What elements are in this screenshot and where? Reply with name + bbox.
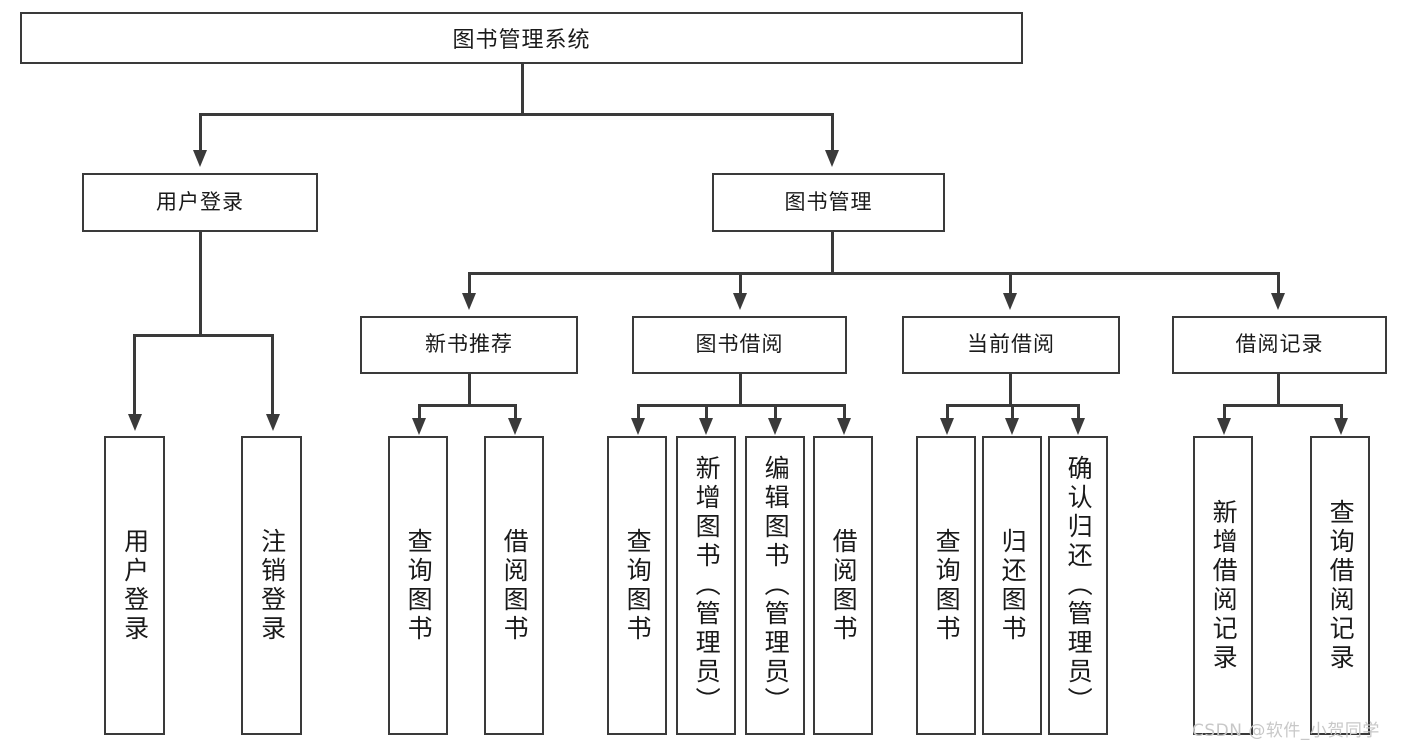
connector-borrow-record-stem — [1277, 374, 1280, 406]
leaf-book-borrow-add[interactable]: 新增图书（管理员） — [676, 436, 736, 735]
leaf-current-borrow-query[interactable]: 查询图书 — [916, 436, 976, 735]
connector-book-manage-to-book-borrow — [739, 272, 742, 296]
connector-user-login-bar — [133, 334, 273, 337]
leaf-book-borrow-query[interactable]: 查询图书 — [607, 436, 667, 735]
connector-book-borrow-bar — [637, 404, 844, 407]
arrowhead-borrow-record-to-leaf-2 — [1334, 418, 1348, 435]
connector-user-login-to-leaf-2 — [271, 334, 274, 418]
arrowhead-root-to-user-login — [193, 150, 207, 167]
leaf-current-borrow-return[interactable]: 归还图书 — [982, 436, 1042, 735]
node-user-login[interactable]: 用户登录 — [82, 173, 318, 232]
connector-book-borrow-to-leaf-1 — [637, 404, 640, 420]
leaf-book-borrow-edit[interactable]: 编辑图书（管理员） — [745, 436, 805, 735]
leaf-borrow-record-add[interactable]: 新增借阅记录 — [1193, 436, 1253, 735]
arrowhead-book-borrow-to-leaf-1 — [631, 418, 645, 435]
connector-user-login-stem — [199, 232, 202, 336]
node-book-manage[interactable]: 图书管理 — [712, 173, 945, 232]
connector-current-borrow-to-leaf-2 — [1011, 404, 1014, 420]
node-new-book-recommend[interactable]: 新书推荐 — [360, 316, 578, 374]
connector-borrow-record-to-leaf-2 — [1340, 404, 1343, 420]
connector-book-manage-stem — [831, 232, 834, 274]
arrowhead-user-login-to-leaf-2 — [266, 414, 280, 431]
connector-borrow-record-bar — [1223, 404, 1342, 407]
connector-root-bar — [199, 113, 833, 116]
arrowhead-root-to-book-manage — [825, 150, 839, 167]
connector-book-manage-to-current-borrow — [1009, 272, 1012, 296]
connector-book-manage-to-borrow-record — [1277, 272, 1280, 296]
leaf-user-login-login[interactable]: 用户登录 — [104, 436, 165, 735]
node-book-borrow[interactable]: 图书借阅 — [632, 316, 847, 374]
csdn-watermark: CSDN @软件_小贺同学 — [1192, 721, 1380, 741]
arrowhead-book-manage-to-new-book — [462, 293, 476, 310]
arrowhead-book-borrow-to-leaf-3 — [768, 418, 782, 435]
connector-book-borrow-to-leaf-3 — [774, 404, 777, 420]
node-root-system[interactable]: 图书管理系统 — [20, 12, 1023, 64]
connector-borrow-record-to-leaf-1 — [1223, 404, 1226, 420]
connector-user-login-to-leaf-1 — [133, 334, 136, 418]
arrowhead-book-borrow-to-leaf-4 — [837, 418, 851, 435]
connector-book-borrow-to-leaf-4 — [843, 404, 846, 420]
connector-book-manage-bar — [468, 272, 1279, 275]
arrowhead-user-login-to-leaf-1 — [128, 414, 142, 431]
leaf-current-borrow-confirm-return[interactable]: 确认归还（管理员） — [1048, 436, 1108, 735]
connector-new-book-to-leaf-2 — [514, 404, 517, 420]
arrowhead-new-book-to-leaf-1 — [412, 418, 426, 435]
leaf-borrow-record-query[interactable]: 查询借阅记录 — [1310, 436, 1370, 735]
arrowhead-book-borrow-to-leaf-2 — [699, 418, 713, 435]
arrowhead-current-borrow-to-leaf-1 — [940, 418, 954, 435]
connector-book-borrow-stem — [739, 374, 742, 406]
connector-new-book-bar — [418, 404, 516, 407]
arrowhead-current-borrow-to-leaf-3 — [1071, 418, 1085, 435]
connector-book-borrow-to-leaf-2 — [705, 404, 708, 420]
leaf-new-book-query[interactable]: 查询图书 — [388, 436, 448, 735]
arrowhead-book-manage-to-book-borrow — [733, 293, 747, 310]
connector-current-borrow-to-leaf-1 — [946, 404, 949, 420]
connector-new-book-to-leaf-1 — [418, 404, 421, 420]
arrowhead-book-manage-to-current-borrow — [1003, 293, 1017, 310]
leaf-new-book-borrow[interactable]: 借阅图书 — [484, 436, 544, 735]
node-current-borrow[interactable]: 当前借阅 — [902, 316, 1120, 374]
arrowhead-borrow-record-to-leaf-1 — [1217, 418, 1231, 435]
connector-new-book-stem — [468, 374, 471, 406]
connector-root-to-user-login — [199, 113, 202, 151]
connector-root-stem — [521, 64, 524, 114]
connector-book-manage-to-new-book — [468, 272, 471, 296]
connector-current-borrow-to-leaf-3 — [1077, 404, 1080, 420]
node-borrow-record[interactable]: 借阅记录 — [1172, 316, 1387, 374]
arrowhead-current-borrow-to-leaf-2 — [1005, 418, 1019, 435]
leaf-book-borrow-lend[interactable]: 借阅图书 — [813, 436, 873, 735]
leaf-user-login-logout[interactable]: 注销登录 — [241, 436, 302, 735]
arrowhead-new-book-to-leaf-2 — [508, 418, 522, 435]
arrowhead-book-manage-to-borrow-record — [1271, 293, 1285, 310]
connector-root-to-book-manage — [831, 113, 834, 151]
connector-current-borrow-stem — [1009, 374, 1012, 406]
